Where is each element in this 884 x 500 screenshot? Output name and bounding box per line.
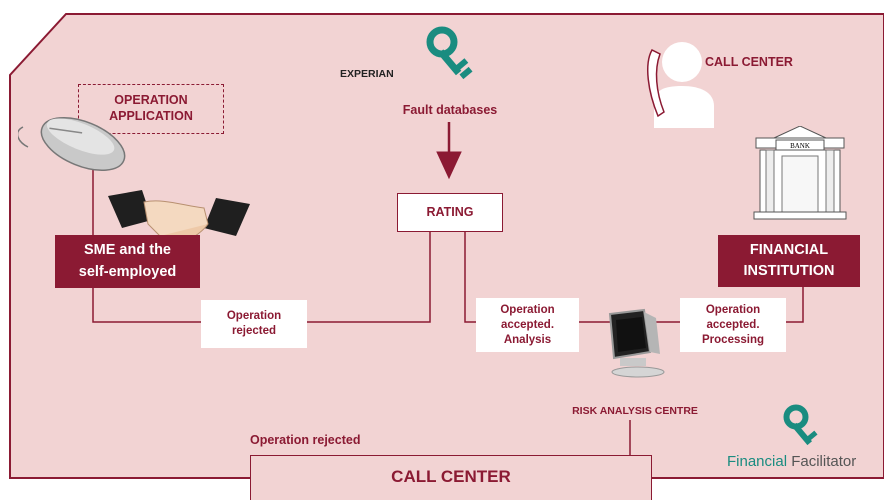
call-center-bottom-label: CALL CENTER xyxy=(391,467,511,486)
operation-rejected-bottom-label: Operation rejected xyxy=(250,433,361,447)
operation-accepted-analysis-box: Operation accepted. Analysis xyxy=(476,298,579,352)
brand-key-icon xyxy=(783,404,818,446)
sme-label: SME and the self-employed xyxy=(78,242,177,280)
phone-person-icon xyxy=(647,42,714,128)
bank-sign: BANK xyxy=(790,142,810,150)
operation-rejected-mid-label: Operation rejected xyxy=(226,310,282,337)
financial-institution-box xyxy=(718,235,860,287)
key-icon xyxy=(426,26,473,80)
call-center-bottom-box xyxy=(250,455,652,500)
operation-application-box xyxy=(78,84,224,134)
brand-name-part1: Financial xyxy=(727,453,788,470)
operation-accepted-processing-label: Operation accepted. Processing xyxy=(702,303,764,346)
fault-arrow xyxy=(436,122,462,180)
brand-name: Financial Facilitator xyxy=(727,453,856,470)
call-center-top-label: CALL CENTER xyxy=(705,55,793,69)
brand-name-part2: Facilitator xyxy=(791,453,857,470)
operation-rejected-mid-box: Operation rejected xyxy=(201,300,307,348)
bank-building-icon: BANK xyxy=(753,126,847,220)
operation-application-label: OPERATION APPLICATION xyxy=(109,93,193,123)
operation-accepted-analysis-label: Operation accepted. Analysis xyxy=(500,303,555,346)
fault-databases-label: Fault databases xyxy=(402,103,498,117)
operation-accepted-processing-box: Operation accepted. Processing xyxy=(680,298,786,352)
rating-label: RATING xyxy=(426,205,474,219)
sme-box xyxy=(55,235,200,288)
risk-analysis-centre-label: RISK ANALYSIS CENTRE xyxy=(572,405,698,417)
rating-box: RATING xyxy=(397,193,503,232)
experian-label: EXPERIAN xyxy=(340,68,394,80)
mouse-icon xyxy=(18,117,126,171)
computer-monitor-icon xyxy=(608,308,665,378)
financial-institution-label: FINANCIAL INSTITUTION xyxy=(743,242,835,279)
